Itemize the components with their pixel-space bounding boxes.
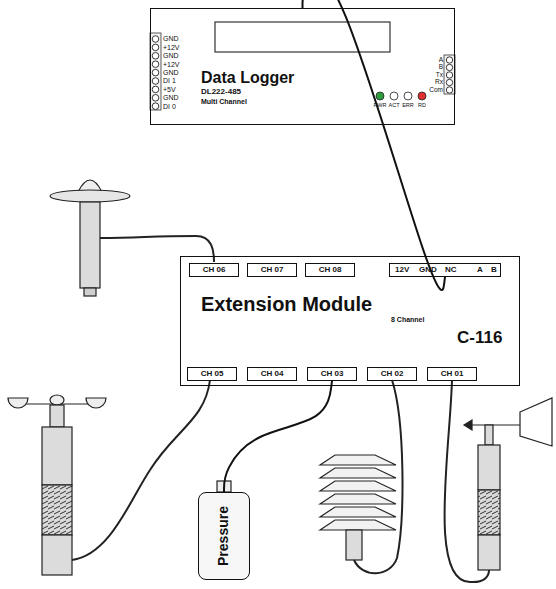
channel-port: CH 04	[247, 367, 297, 381]
terminal-label: DI 0	[163, 103, 176, 110]
channel-port: CH 02	[367, 367, 417, 381]
node-text: 12V	[395, 266, 409, 275]
node-text: 8 Channel	[391, 316, 424, 324]
node-text: CH 07	[261, 266, 284, 275]
node-text: GND	[419, 266, 437, 275]
led-label: RD	[418, 103, 426, 109]
node-text: CH 04	[261, 370, 284, 379]
node-text: A	[477, 266, 483, 275]
terminal-label: A	[439, 57, 443, 64]
node-text: CH 05	[201, 370, 224, 379]
pyranometer	[50, 180, 214, 296]
cable-strand	[224, 381, 332, 492]
channel-port: CH 06	[189, 263, 239, 277]
terminal-label: +5V	[163, 86, 176, 93]
node-text: C-116	[457, 329, 502, 348]
node-text: CH 06	[203, 266, 226, 275]
logger-details	[150, 22, 455, 110]
extension-module: Extension Module 8 ChannelC-116 CH 06 CH 07…	[180, 256, 520, 386]
power-bus-terminal: 12V GND NC AB	[389, 263, 501, 277]
channel-port: CH 08	[305, 263, 355, 277]
node-text: CH 02	[381, 370, 404, 379]
node-text: DL222-485	[201, 88, 241, 97]
led-label: ACT	[389, 103, 400, 109]
node-text: Pressure	[216, 506, 231, 566]
terminal-label: GND	[163, 52, 179, 59]
terminal-label: DI 1	[163, 77, 176, 84]
terminal-label: GND	[163, 35, 179, 42]
led-label: PWR	[374, 103, 387, 109]
terminal-label: GND	[163, 69, 179, 76]
node-text: CH 01	[441, 370, 464, 379]
terminal-label: GND	[163, 94, 179, 101]
led-label: ERR	[402, 103, 414, 109]
node-text: Multi Channel	[201, 98, 247, 106]
node-text: NC	[445, 266, 457, 275]
node-text: B	[491, 266, 497, 275]
cable	[303, 0, 446, 290]
node-text: CH 03	[321, 370, 344, 379]
node-text: Data Logger	[201, 69, 294, 87]
channel-port: CH 03	[307, 367, 357, 381]
terminal-label: B	[439, 64, 443, 71]
channel-port: CH 01	[427, 367, 477, 381]
channel-port: CH 05	[187, 367, 237, 381]
cable-strand	[303, 0, 446, 290]
terminal-label: Rx	[435, 79, 443, 86]
radiation-shield	[320, 380, 402, 573]
node-text: CH 08	[319, 266, 342, 275]
terminal-label: Tx	[436, 72, 443, 79]
terminal-label: +12V	[163, 44, 180, 51]
cable	[224, 381, 332, 492]
node-text: Extension Module	[201, 293, 372, 315]
cup-anemometer	[8, 380, 210, 575]
terminal-label: Com	[429, 87, 443, 94]
wind-vane	[444, 380, 552, 582]
channel-port: CH 07	[247, 263, 297, 277]
terminal-label: +12V	[163, 61, 180, 68]
pressure-sensor: Pressure	[198, 492, 250, 580]
